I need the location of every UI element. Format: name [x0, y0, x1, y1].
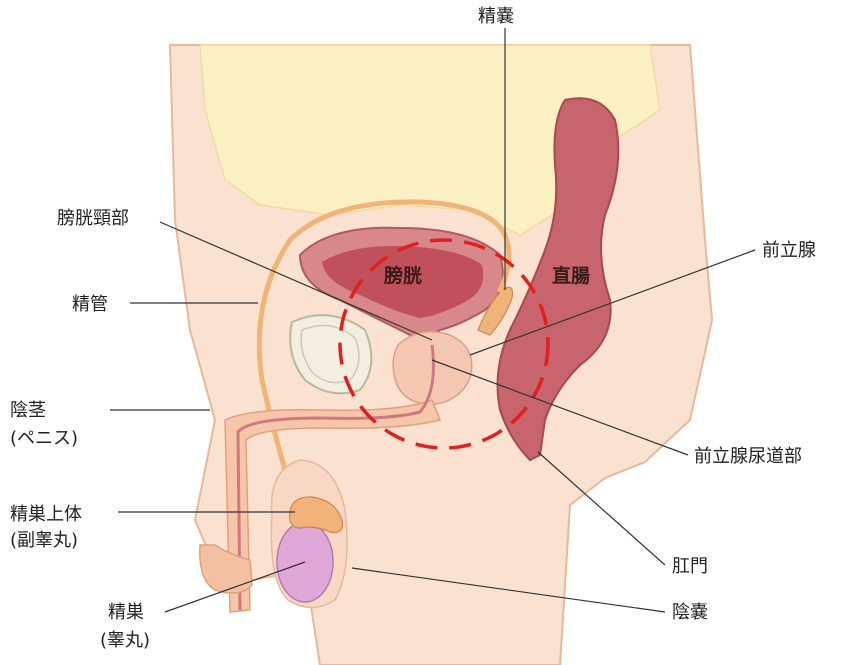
label-scrotum: 陰嚢 [672, 602, 708, 623]
bladder-lumen [322, 245, 484, 318]
label-epididymis-2: (副睾丸) [10, 530, 78, 551]
label-testis-1: 精巣 [108, 602, 144, 623]
label-anus: 肛門 [672, 556, 708, 577]
epididymis [289, 496, 344, 534]
leader-prostatic-urethra [431, 359, 689, 456]
glans [199, 544, 253, 594]
label-seminal-vesicle: 精嚢 [478, 6, 514, 27]
label-rectum: 直腸 [552, 264, 590, 287]
label-epididymis-1: 精巣上体 [10, 504, 82, 525]
highlight-circle [338, 238, 550, 450]
label-bladder: 膀胱 [383, 264, 422, 287]
leader-testis [164, 561, 306, 613]
label-vas-deferens: 精管 [72, 294, 108, 315]
seminal-vesicle [477, 286, 514, 336]
penis-shaft [224, 399, 442, 613]
label-prostate: 前立腺 [762, 240, 816, 261]
leader-anus [537, 451, 666, 566]
leader-bladder-neck [159, 221, 433, 341]
leader-scrotum [351, 567, 666, 613]
leader-prostate [469, 249, 756, 356]
label-testis-2: (睾丸) [100, 630, 150, 651]
label-penis-2: (ペニス) [10, 428, 78, 449]
label-penis-1: 陰茎 [10, 400, 46, 421]
rectum [496, 97, 620, 462]
label-prostatic-urethra: 前立腺尿道部 [694, 446, 802, 467]
label-bladder-neck: 膀胱頸部 [57, 208, 129, 229]
